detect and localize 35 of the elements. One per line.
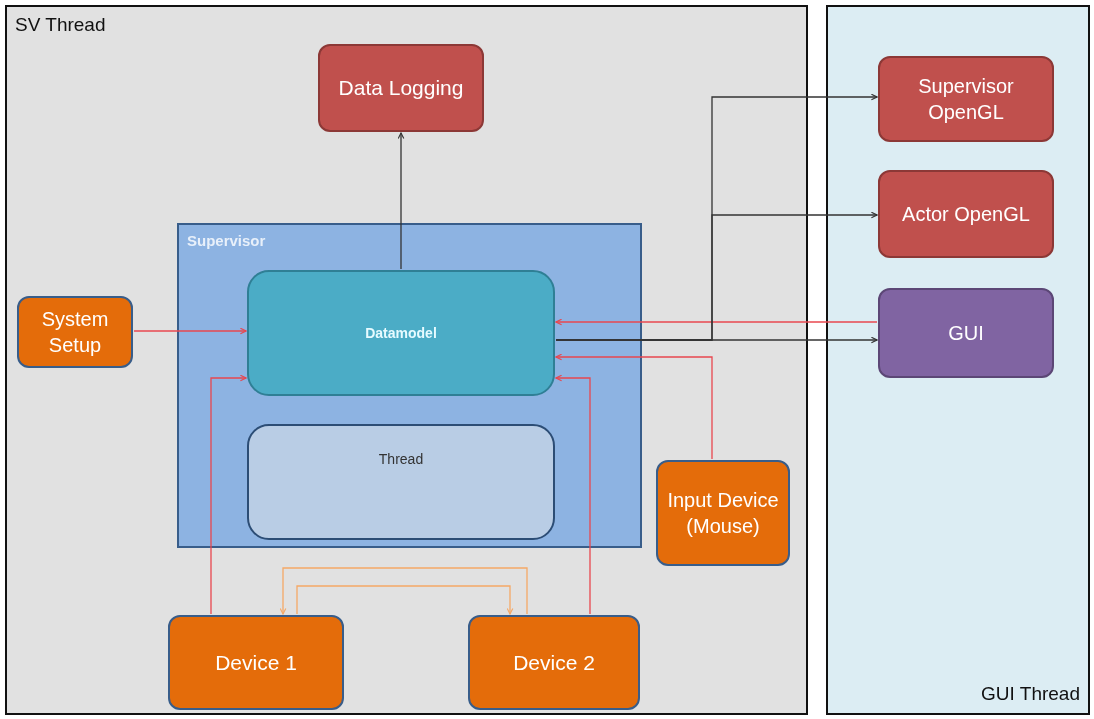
process-box [247, 424, 555, 540]
box-label: Supervisor OpenGL [917, 74, 1015, 125]
process-box [468, 615, 640, 710]
thread-panel [5, 5, 808, 715]
arrow [555, 318, 878, 326]
thread-panel [826, 5, 1090, 715]
arrow [133, 327, 247, 335]
process-box [168, 615, 344, 710]
box-label: Datamodel [364, 323, 438, 343]
box-label: Device 1 [214, 649, 298, 676]
process-box [656, 460, 790, 566]
box-label: Data Logging [337, 75, 465, 102]
box-label: GUI [947, 321, 985, 346]
arrow [397, 132, 405, 270]
process-box [878, 56, 1054, 142]
panel-title: SV Thread [15, 13, 106, 37]
box-label: Input Device (Mouse) [666, 488, 780, 539]
box-label: Actor OpenGL [901, 202, 1031, 227]
supervisor-panel [177, 223, 642, 548]
box-label: System Setup [40, 307, 110, 358]
box-label: Device 2 [512, 649, 596, 676]
arrow [279, 567, 528, 615]
arrow [555, 353, 713, 460]
process-box [318, 44, 484, 132]
arrow [296, 585, 514, 615]
process-box [247, 270, 555, 396]
process-box [878, 170, 1054, 258]
process-box [17, 296, 133, 368]
process-box [878, 288, 1054, 378]
panel-title: GUI Thread [981, 682, 1080, 707]
arrow [555, 336, 878, 344]
panel-title: Supervisor [187, 231, 266, 251]
box-label: Thread [377, 450, 425, 469]
arrow [210, 374, 247, 615]
arrow [555, 374, 591, 615]
